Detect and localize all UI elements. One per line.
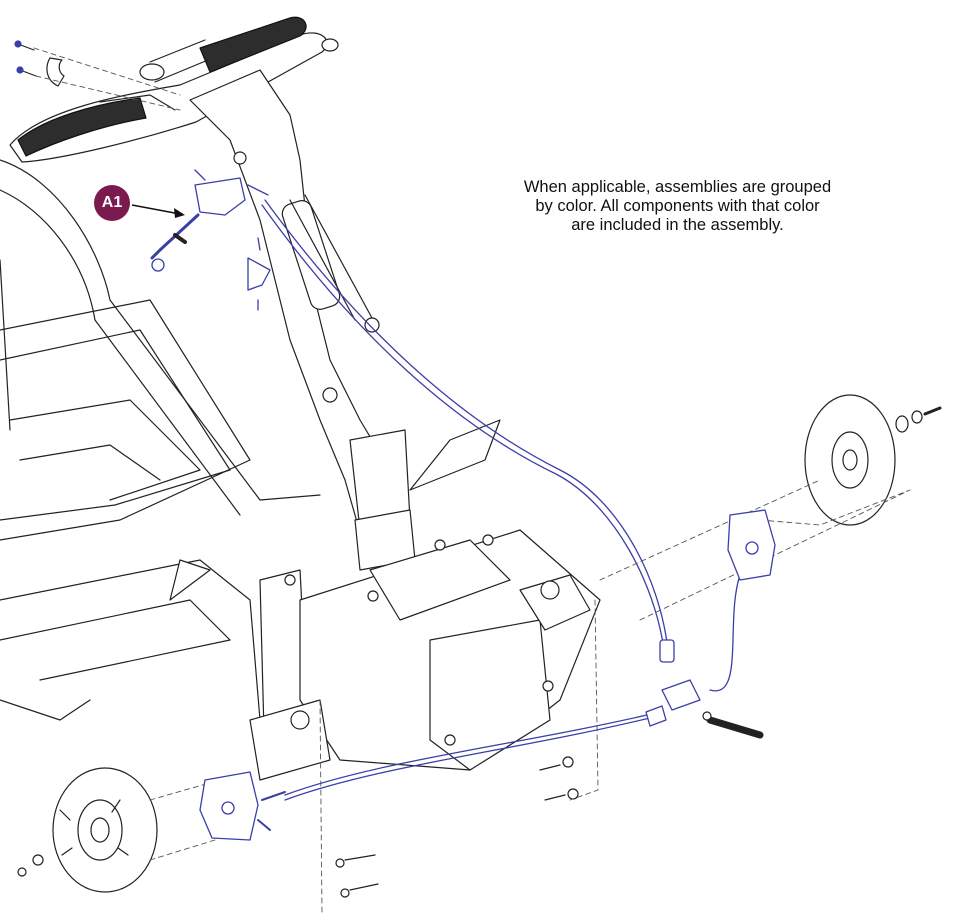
right-caliper [727,509,776,581]
brake-lever [150,169,271,311]
scooter-frame [0,159,501,721]
assembly-color-note: When applicable, assemblies are grouped … [455,178,900,235]
steering-column [189,69,416,571]
brake-cables [261,199,741,801]
left-brake-disc [17,767,221,893]
right-brake-disc [599,394,942,621]
note-line-2: by color. All components with that color [535,197,820,215]
callout-a1: A1 [94,185,130,221]
handlebar [9,16,339,163]
note-line-3: are included in the assembly. [571,216,784,234]
note-line-1: When applicable, assemblies are grouped [523,178,832,196]
brake-splitter [645,639,701,727]
handlebar-clamp-hardware [14,40,181,111]
rear-suspension [249,529,601,781]
brake-assembly-a1 [150,169,776,841]
left-caliper [199,771,286,841]
callout-leader [131,204,185,218]
mounting-bolts [319,599,764,916]
